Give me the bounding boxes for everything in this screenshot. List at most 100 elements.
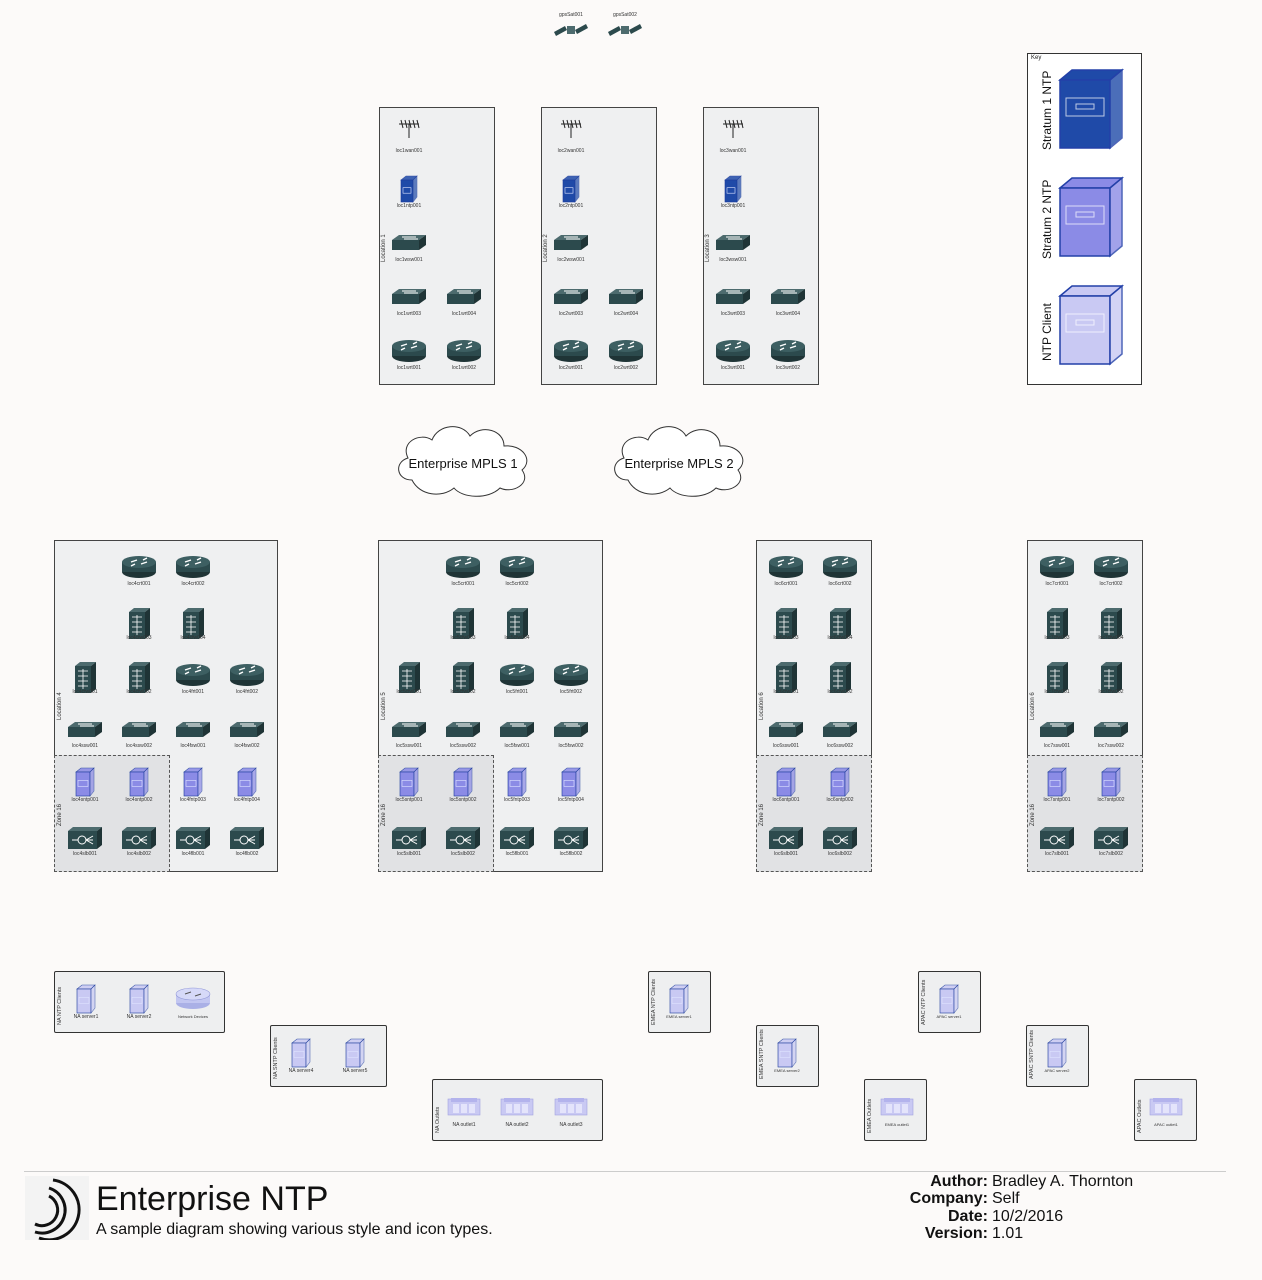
zone-box bbox=[1027, 755, 1143, 872]
satellite-label: gpsSat001 bbox=[559, 12, 583, 18]
client-label: APAC server2 bbox=[1044, 1068, 1070, 1073]
device-label: loc5frt001 bbox=[506, 689, 528, 695]
device-label: loc4frt001 bbox=[182, 689, 204, 695]
device-label: loc7cfw003 bbox=[1044, 635, 1070, 641]
outlet-icon bbox=[500, 1098, 534, 1116]
location-label: Location 6 bbox=[1030, 692, 1036, 720]
client-group-label: NA SNTP Clients bbox=[273, 1037, 279, 1079]
device-label: loc1wsw001 bbox=[395, 257, 423, 263]
device-label: loc4slb002 bbox=[127, 851, 151, 857]
location-label: Location 6 bbox=[759, 692, 765, 720]
router-icon bbox=[554, 340, 588, 362]
device-label: loc6sntp002 bbox=[826, 797, 854, 803]
router-icon bbox=[176, 556, 210, 578]
firewall-switch-icon bbox=[507, 608, 528, 639]
legend-item-ntp-client: NTP Client bbox=[1040, 303, 1054, 361]
load-balancer-icon bbox=[176, 827, 210, 849]
antenna-icon bbox=[723, 119, 744, 138]
client-label: NA server4 bbox=[288, 1068, 314, 1074]
outlet-icon bbox=[880, 1098, 914, 1116]
load-balancer-icon bbox=[823, 827, 857, 849]
client-group-label: APAC NTP Clients bbox=[921, 979, 927, 1025]
switch-icon bbox=[392, 722, 426, 737]
device-label: loc4cfw002 bbox=[126, 689, 152, 695]
device-label: loc6cfw002 bbox=[827, 689, 853, 695]
device-label: loc7cfw001 bbox=[1044, 689, 1070, 695]
zone-box bbox=[756, 755, 872, 872]
footer-divider bbox=[24, 1171, 1226, 1172]
device-label: loc6slb001 bbox=[774, 851, 798, 857]
cloud-mpls-1-label: Enterprise MPLS 1 bbox=[408, 456, 518, 471]
firewall-switch-icon bbox=[830, 608, 851, 639]
device-label: loc4ssw001 bbox=[71, 743, 99, 749]
device-label: loc5fntp003 bbox=[504, 797, 530, 803]
device-label: loc3ntp001 bbox=[720, 203, 746, 209]
client-label: EMEA server2 bbox=[774, 1068, 800, 1073]
stratum2-ntp-icon bbox=[1047, 767, 1067, 797]
device-label: loc4flb002 bbox=[235, 851, 259, 857]
switch-icon bbox=[176, 722, 210, 737]
device-label: loc6sntp001 bbox=[772, 797, 800, 803]
router-icon bbox=[446, 556, 480, 578]
firewall-switch-icon bbox=[453, 608, 474, 639]
device-label: loc5fntp004 bbox=[558, 797, 584, 803]
device-label: loc7ssw002 bbox=[1097, 743, 1125, 749]
ntp-client-icon bbox=[777, 1038, 797, 1068]
device-label: loc6cfw001 bbox=[773, 689, 799, 695]
device-label: loc5fsw001 bbox=[504, 743, 530, 749]
device-label: loc6ssw001 bbox=[772, 743, 800, 749]
stratum1-ntp-icon bbox=[724, 175, 742, 203]
switch-icon bbox=[500, 722, 534, 737]
device-label: loc5frt002 bbox=[560, 689, 582, 695]
router-icon bbox=[447, 340, 481, 362]
ntp-client-icon bbox=[129, 984, 149, 1014]
device-label: loc2wrt003 bbox=[558, 311, 584, 317]
device-label: loc2ntp001 bbox=[558, 203, 584, 209]
router-icon bbox=[1094, 556, 1128, 578]
device-label: loc4fntp004 bbox=[234, 797, 260, 803]
router-icon bbox=[500, 664, 534, 686]
antenna-icon bbox=[561, 119, 582, 138]
device-label: loc4crt002 bbox=[181, 581, 205, 587]
device-label: loc7slb001 bbox=[1045, 851, 1069, 857]
device-label: loc7slb002 bbox=[1099, 851, 1123, 857]
firewall-switch-icon bbox=[183, 608, 204, 639]
stratum2-ntp-icon bbox=[507, 767, 527, 797]
zone-label: Zone 16 bbox=[759, 803, 765, 826]
legend-key: Key Stratum 1 NTP Stratum 2 NTP NTP Clie… bbox=[1027, 53, 1142, 385]
device-label: loc7sntp001 bbox=[1043, 797, 1071, 803]
device-label: loc5slb001 bbox=[397, 851, 421, 857]
stratum2-ntp-icon bbox=[183, 767, 203, 797]
switch-icon bbox=[609, 289, 643, 304]
stratum2-ntp-icon bbox=[776, 767, 796, 797]
firewall-switch-icon bbox=[1101, 608, 1122, 639]
firewall-switch-icon bbox=[1047, 662, 1068, 693]
stratum2-server-icon bbox=[1058, 176, 1125, 258]
switch-icon bbox=[716, 235, 750, 250]
location-label: Location 2 bbox=[543, 234, 549, 262]
device-label: loc1wrt002 bbox=[451, 365, 477, 371]
cloud-mpls-2 bbox=[614, 426, 744, 497]
device-label: loc5cfw002 bbox=[450, 689, 476, 695]
device-label: loc5cfw003 bbox=[450, 635, 476, 641]
stratum2-ntp-icon bbox=[453, 767, 473, 797]
switch-icon bbox=[823, 722, 857, 737]
switch-icon bbox=[392, 289, 426, 304]
author-label: Author: bbox=[930, 1173, 988, 1190]
device-label: loc7crt002 bbox=[1099, 581, 1123, 587]
switch-icon bbox=[447, 289, 481, 304]
load-balancer-icon bbox=[769, 827, 803, 849]
device-label: loc2wrt004 bbox=[613, 311, 639, 317]
stratum1-ntp-icon bbox=[562, 175, 580, 203]
switch-icon bbox=[1094, 722, 1128, 737]
ntp-client-server-icon bbox=[1058, 284, 1125, 366]
client-group-box bbox=[270, 1025, 387, 1087]
firewall-switch-icon bbox=[830, 662, 851, 693]
device-label: loc2wan001 bbox=[557, 148, 585, 154]
device-label: loc3wrt001 bbox=[720, 365, 746, 371]
diagram-subtitle: A sample diagram showing various style a… bbox=[96, 1221, 493, 1238]
satellite-icon bbox=[554, 24, 588, 36]
client-label: APAC server1 bbox=[936, 1014, 962, 1019]
zone-label: Zone 16 bbox=[381, 803, 387, 826]
device-label: loc5flb001 bbox=[505, 851, 529, 857]
